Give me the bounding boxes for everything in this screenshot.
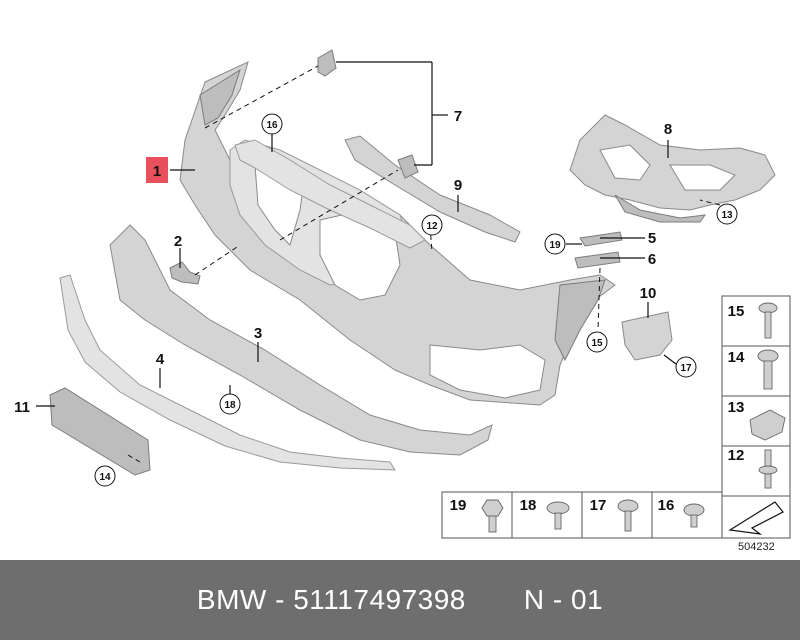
legend-cell-14[interactable]: 14 <box>721 345 791 397</box>
bolt-head-icon <box>757 349 779 363</box>
flange-screw-shank-icon <box>624 510 632 532</box>
plate-bracket-part-11[interactable] <box>49 387 151 476</box>
legend-cell-12[interactable]: 12 <box>721 445 791 497</box>
legend-cell-18[interactable]: 18 <box>511 491 583 539</box>
svg-text:1: 1 <box>153 163 161 180</box>
banner-separator: - <box>266 584 294 615</box>
assembly-line <box>204 65 319 129</box>
clip-part-5[interactable] <box>579 231 623 247</box>
callout-7: 7 <box>454 108 462 125</box>
flange-screw-icon <box>617 499 639 513</box>
callout-2: 2 <box>174 233 182 250</box>
callout-5: 5 <box>648 230 656 247</box>
clip-pin-icon <box>764 449 772 467</box>
callout-13: 13 <box>716 203 738 225</box>
leader-lines <box>36 61 677 407</box>
legend-cell-19[interactable]: 19 <box>441 491 513 539</box>
callout-10: 10 <box>640 285 657 302</box>
carrier-part-9[interactable] <box>344 135 521 243</box>
svg-text:18: 18 <box>520 497 537 514</box>
spring-nut-icon <box>749 409 786 441</box>
svg-text:16: 16 <box>266 120 278 131</box>
callout-highlight <box>146 157 168 183</box>
banner-gap <box>466 584 524 616</box>
bracket-part-10[interactable] <box>621 311 673 361</box>
assembly-line <box>699 199 721 206</box>
clip-stem-icon <box>764 473 772 489</box>
banner-part-number: 51117497398 <box>293 584 466 615</box>
svg-text:19: 19 <box>450 497 467 514</box>
legend-cell-arrow <box>721 495 791 539</box>
fastener-legend-right: 15 14 13 12 <box>721 295 791 539</box>
washer-bolt-shank-icon <box>554 512 562 530</box>
callout-17: 17 <box>675 356 697 378</box>
svg-text:12: 12 <box>426 221 438 232</box>
diagram-reference-code: 504232 <box>738 541 775 553</box>
svg-text:17: 17 <box>680 363 692 374</box>
assembly-line <box>127 454 141 463</box>
bracket-part-16[interactable] <box>234 139 426 249</box>
svg-text:16: 16 <box>658 497 675 514</box>
clip-part-6[interactable] <box>574 251 621 269</box>
hex-bolt-icon <box>481 499 504 517</box>
screw-head-icon <box>758 302 778 314</box>
callout-14: 14 <box>94 465 116 487</box>
direction-arrow-icon <box>728 501 784 535</box>
exploded-parts-diagram: 1 2 3 4 5 6 7 8 9 10 11 16 12 13 19 15 <box>14 49 791 539</box>
callout-18: 18 <box>219 393 241 415</box>
assembly-line <box>597 267 601 331</box>
bracket-part-2[interactable] <box>169 261 201 285</box>
svg-text:19: 19 <box>549 240 561 251</box>
clip-part-7-lower[interactable] <box>397 154 419 179</box>
callout-19: 19 <box>544 233 566 255</box>
callout-1: 1 <box>146 157 168 183</box>
svg-text:18: 18 <box>224 400 236 411</box>
carrier-frame-part-8[interactable] <box>569 114 776 223</box>
callout-4: 4 <box>156 351 165 368</box>
clip-head-icon <box>758 465 778 475</box>
callout-11: 11 <box>14 399 30 416</box>
svg-text:12: 12 <box>728 447 745 464</box>
callout-16: 16 <box>261 113 283 135</box>
legend-cell-16[interactable]: 16 <box>651 491 723 539</box>
svg-text:14: 14 <box>99 472 111 483</box>
svg-text:17: 17 <box>590 497 607 514</box>
svg-text:13: 13 <box>728 399 745 416</box>
legend-cell-17[interactable]: 17 <box>581 491 653 539</box>
svg-text:15: 15 <box>728 303 745 320</box>
svg-text:15: 15 <box>591 338 603 349</box>
bolt-shank-icon <box>763 360 773 390</box>
assembly-line <box>194 244 241 276</box>
legend-cell-15[interactable]: 15 <box>721 295 791 347</box>
fastener-legend-bottom: 19 18 17 16 <box>441 491 723 539</box>
callout-15: 15 <box>586 331 608 353</box>
part-number-banner: BMW - 51117497398 N - 01 <box>0 560 800 640</box>
expanding-nut-body-icon <box>690 514 698 528</box>
svg-text:13: 13 <box>721 210 733 221</box>
trim-strip-part-4[interactable] <box>59 274 396 471</box>
spoiler-part-3[interactable] <box>109 224 493 456</box>
hex-bolt-shank-icon <box>488 515 497 533</box>
banner-brand: BMW <box>196 584 267 615</box>
assembly-line <box>279 169 399 241</box>
callout-8: 8 <box>664 121 672 138</box>
callout-3: 3 <box>254 325 262 342</box>
clip-part-7-upper[interactable] <box>317 49 337 77</box>
callout-9: 9 <box>454 177 462 194</box>
callout-6: 6 <box>648 251 656 268</box>
callout-12: 12 <box>421 214 443 236</box>
banner-variant: N - 01 <box>523 584 604 615</box>
svg-text:14: 14 <box>728 349 745 366</box>
screw-shank-icon <box>764 311 772 339</box>
expanding-nut-icon <box>683 503 705 517</box>
legend-cell-13[interactable]: 13 <box>721 395 791 447</box>
washer-bolt-icon <box>546 501 570 515</box>
